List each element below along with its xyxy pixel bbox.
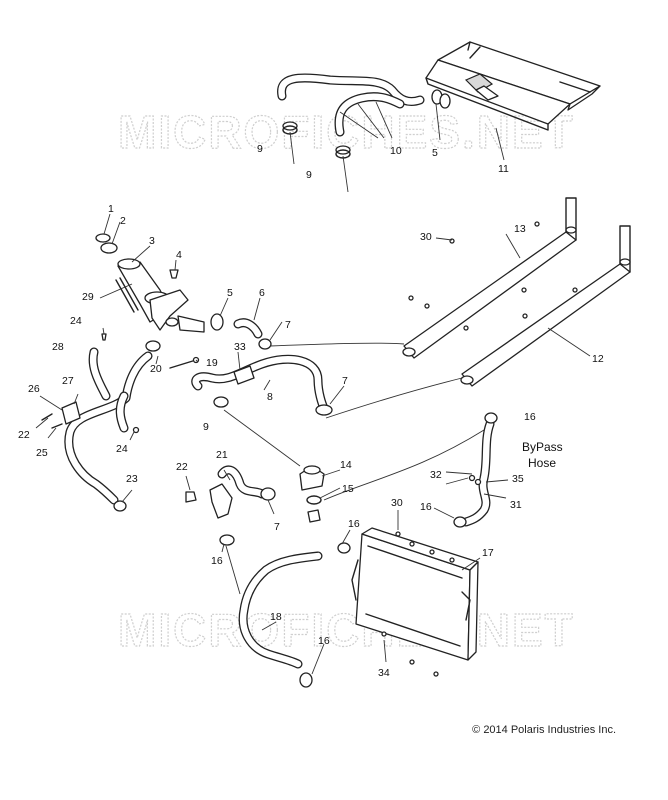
callout-20: 20 — [150, 363, 162, 375]
cap-part-22-mid — [185, 491, 197, 503]
callout-34: 34 — [378, 667, 390, 679]
callout-11: 11 — [498, 163, 509, 175]
callout-22-left: 22 — [18, 429, 30, 441]
bracket-part-26 — [61, 401, 81, 425]
bolts-part-30-upper — [408, 221, 578, 331]
callout-9-top-right: 9 — [306, 169, 312, 181]
callout-7-mid: 7 — [342, 375, 348, 387]
callout-33: 33 — [234, 341, 246, 353]
callout-16-bypass-bottom: 16 — [420, 501, 432, 513]
callout-24-lower: 24 — [116, 443, 128, 455]
clamp-part-20 — [145, 340, 161, 352]
upper-hoses-part-10 — [277, 73, 425, 137]
callout-19: 19 — [206, 357, 218, 369]
frame-tube-part-12 — [460, 225, 631, 387]
callout-26: 26 — [28, 383, 40, 395]
callout-13: 13 — [514, 223, 526, 235]
clamp-part-16-bypass-top — [484, 412, 498, 424]
callout-17: 17 — [482, 547, 494, 559]
callout-24-upper: 24 — [70, 315, 82, 327]
hose-part-18 — [238, 551, 323, 669]
clamp-part-5-mid — [210, 313, 224, 331]
clamp-part-16-lower — [299, 672, 313, 688]
callout-14: 14 — [340, 459, 352, 471]
hose-part-21 — [209, 465, 267, 519]
clamp-part-5-top — [431, 89, 451, 109]
fastener-part-24-upper — [101, 333, 107, 341]
surge-tank-part-3 — [117, 258, 205, 333]
callout-7-lower: 7 — [274, 521, 280, 533]
callout-15: 15 — [342, 483, 354, 495]
panel-part-11 — [425, 41, 601, 131]
vent-tube-part-29 — [115, 277, 139, 313]
radiator-part-17 — [351, 527, 479, 661]
housing-part-14 — [299, 465, 325, 491]
callout-5-top: 5 — [432, 147, 438, 159]
bracket-part-33 — [233, 365, 255, 385]
bolt-part-19 — [169, 356, 200, 369]
hose-part-8 — [191, 354, 329, 413]
watermark-bottom: MICROFICHES.NET — [118, 604, 575, 656]
callout-31: 31 — [510, 499, 522, 511]
callout-18: 18 — [270, 611, 282, 623]
hose-part-6 — [233, 318, 263, 339]
bypass-note-line2: Hose — [528, 456, 556, 470]
callout-10: 10 — [390, 145, 402, 157]
hose-part-27 — [64, 351, 153, 505]
frame-tube-part-13 — [402, 197, 577, 359]
callout-35: 35 — [512, 473, 524, 485]
clamp-part-7-lower — [260, 487, 276, 501]
callout-16-radiator: 16 — [348, 518, 360, 530]
clamp-part-16-radiator — [337, 542, 351, 554]
leader-lines — [35, 101, 591, 675]
callout-22-mid: 22 — [176, 461, 188, 473]
clamp-part-7-upper — [258, 338, 272, 350]
callout-3: 3 — [149, 235, 155, 247]
bypass-note-line1: ByPass — [522, 440, 563, 454]
bolts-part-30-radiator — [381, 531, 455, 677]
fastener-part-24-lower — [132, 426, 140, 434]
callout-30-radiator: 30 — [391, 497, 403, 509]
callout-16-mid-left: 16 — [211, 555, 223, 567]
clamp-part-16-bypass-bottom — [453, 516, 467, 528]
callout-28: 28 — [52, 341, 64, 353]
callout-16-bypass-top: 16 — [524, 411, 536, 423]
callout-25: 25 — [36, 447, 48, 459]
callout-8: 8 — [267, 391, 273, 403]
screws-part-22-25 — [41, 413, 63, 429]
callout-4: 4 — [176, 249, 182, 261]
clamp-part-23 — [113, 500, 127, 512]
callout-6: 6 — [259, 287, 265, 299]
callout-1: 1 — [108, 203, 114, 215]
clamp-part-9-mid — [213, 396, 229, 408]
callout-23: 23 — [126, 473, 138, 485]
callout-labels: 1 2 3 4 29 5 6 7 24 28 33 19 20 27 26 8 … — [18, 143, 604, 679]
callout-32: 32 — [430, 469, 442, 481]
clamp-part-16-mid-left — [219, 534, 235, 546]
callout-12: 12 — [592, 353, 604, 365]
gasket-part-15 — [306, 495, 322, 523]
clamp-part-7-mid — [315, 404, 333, 416]
callout-5-mid: 5 — [227, 287, 233, 299]
fitting-part-4 — [169, 269, 179, 279]
filler-neck-part-2 — [100, 242, 118, 254]
callout-16-lower: 16 — [318, 635, 330, 647]
callout-29: 29 — [82, 291, 94, 303]
fitting-parts-32-35 — [468, 474, 482, 486]
copyright-notice: © 2014 Polaris Industries Inc. — [472, 724, 616, 736]
callout-21: 21 — [216, 449, 228, 461]
callout-9-top-left: 9 — [257, 143, 263, 155]
callout-7-upper: 7 — [285, 319, 291, 331]
bypass-hose-part-31 — [461, 419, 495, 527]
callout-2: 2 — [120, 215, 126, 227]
callout-27: 27 — [62, 375, 74, 387]
callout-30-upper: 30 — [420, 231, 432, 243]
hose-part-28 — [88, 347, 111, 401]
callout-9-mid: 9 — [203, 421, 209, 433]
filler-cap-part-1 — [95, 233, 111, 243]
